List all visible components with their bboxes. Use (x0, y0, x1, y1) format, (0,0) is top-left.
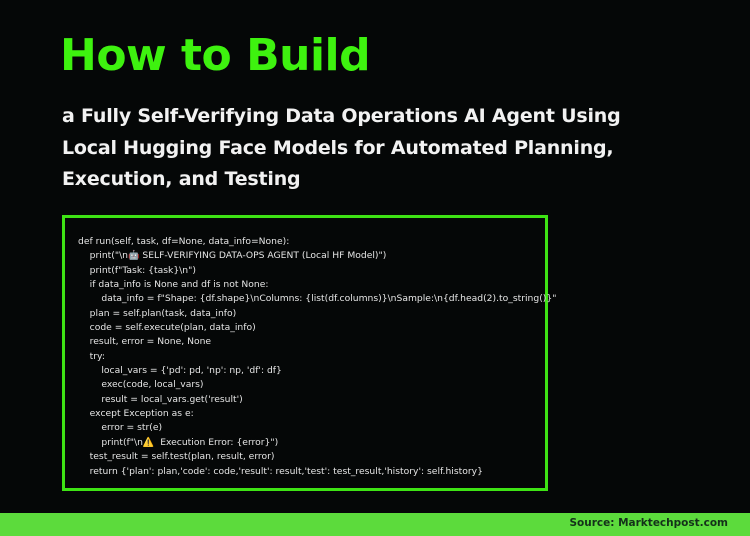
code-snippet: def run(self, task, df=None, data_info=N… (78, 235, 556, 479)
footer-bar: Source: Marktechpost.com (0, 513, 750, 536)
code-line: print(f"\n⚠️ Execution Error: {error}") (78, 436, 279, 448)
page-subtitle: a Fully Self-Verifying Data Operations A… (62, 101, 702, 196)
subtitle-line: Execution, and Testing (62, 168, 301, 190)
page-title: How to Build (60, 30, 371, 81)
code-line: local_vars = {'pd': pd, 'np': np, 'df': … (78, 365, 282, 377)
code-line: try: (78, 350, 105, 362)
code-line: error = str(e) (78, 422, 163, 434)
code-line: data_info = f"Shape: {df.shape}\nColumns… (78, 293, 557, 305)
source-credit: Source: Marktechpost.com (569, 517, 728, 529)
code-line: plan = self.plan(task, data_info) (78, 307, 237, 319)
code-line: if data_info is None and df is not None: (78, 279, 269, 291)
code-line: code = self.execute(plan, data_info) (78, 322, 256, 334)
code-line: result = local_vars.get('result') (78, 393, 243, 405)
code-line: print(f"Task: {task}\n") (78, 264, 196, 276)
code-line: result, error = None, None (78, 336, 212, 348)
code-line: except Exception as e: (78, 408, 194, 420)
code-line: def run(self, task, df=None, data_info=N… (78, 236, 290, 247)
subtitle-line: Local Hugging Face Models for Automated … (62, 136, 614, 159)
code-line: test_result = self.test(plan, result, er… (78, 451, 275, 463)
code-line: exec(code, local_vars) (78, 379, 204, 391)
subtitle-line: a Fully Self-Verifying Data Operations A… (62, 105, 621, 127)
code-line: print("\n🤖 SELF-VERIFYING DATA-OPS AGENT… (78, 250, 387, 262)
code-line: return {'plan': plan,'code': code,'resul… (78, 465, 483, 477)
code-snippet-box: def run(self, task, df=None, data_info=N… (62, 215, 556, 491)
